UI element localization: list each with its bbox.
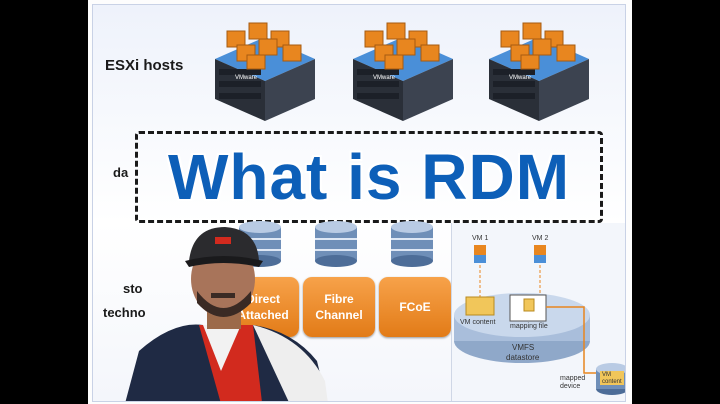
rdm-diagram-art xyxy=(454,245,625,395)
datastore-disk-3 xyxy=(391,221,433,267)
diagram-slide: ESXi hosts da sto techno VMware xyxy=(92,4,626,402)
storage-label-partial: sto xyxy=(123,281,143,296)
rdm-diagram: VM 1 VM 2 VM content mapping file VMFS d… xyxy=(451,223,625,401)
technology-label-partial: techno xyxy=(103,305,146,320)
vmware-brand: VMware xyxy=(509,75,532,81)
esxi-host-3: VMware xyxy=(489,22,589,121)
vm-content-label: VM content xyxy=(460,319,496,326)
vmware-brand: VMware xyxy=(235,75,258,81)
headline-box: What is RDM xyxy=(135,131,603,223)
device-content-label: VM content xyxy=(602,372,622,385)
mapping-file-label: mapping file xyxy=(510,323,548,330)
esxi-host-2: VMware xyxy=(353,22,453,121)
vmfs-label: VMFS xyxy=(512,343,535,352)
storage-fcoe: FCoE xyxy=(379,277,451,337)
presenter-photo xyxy=(125,227,328,401)
datastore-label-partial: da xyxy=(113,165,129,180)
storage-fibre-channel: Fibre Channel xyxy=(303,277,375,337)
datastore-label: datastore xyxy=(506,353,540,362)
vm2-label: VM 2 xyxy=(532,235,549,242)
vmware-brand: VMware xyxy=(373,75,396,81)
mapped-device-label: mapped device xyxy=(560,375,586,390)
vm1-label: VM 1 xyxy=(472,235,489,242)
headline-title: What is RDM xyxy=(167,141,571,213)
esxi-hosts-label: ESXi hosts xyxy=(105,57,184,74)
video-thumbnail: ESXi hosts da sto techno VMware xyxy=(88,0,632,404)
esxi-host-1: VMware xyxy=(215,22,315,121)
datastore-disk-2 xyxy=(315,221,357,267)
